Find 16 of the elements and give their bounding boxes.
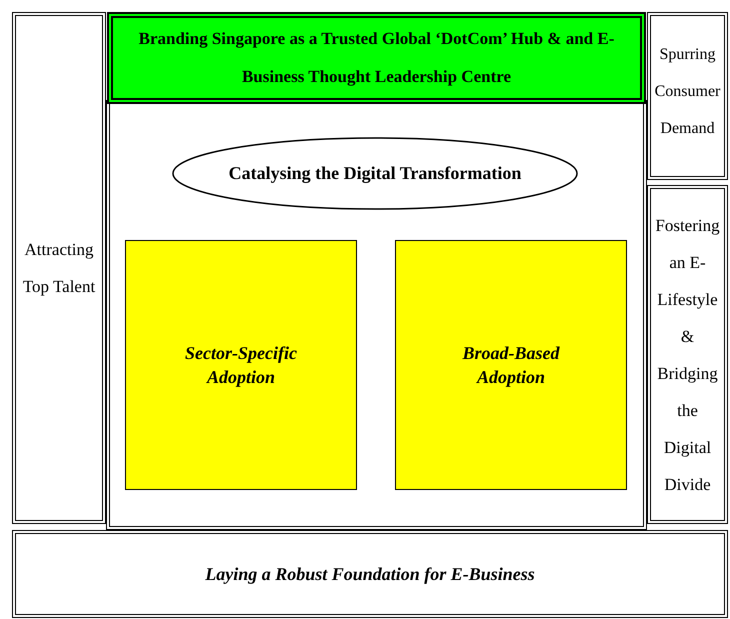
ellipse-node: [172, 137, 578, 210]
node-text: Catalysing the Digital Transformation: [228, 162, 522, 185]
node-text: Branding Singapore as a Trusted Global ‘DotCom’ Hub & and E-Business Thought Leadership Centre: [138, 28, 616, 88]
pillar-box: [12, 12, 106, 524]
node-text: Laying a Robust Foundation for E-Business: [205, 562, 535, 586]
node-text: Broad-Based Adoption: [461, 342, 561, 389]
node-text: Fostering an E-Lifestyle & Bridging the Digital Divide: [654, 214, 721, 496]
banner-box: [107, 12, 646, 104]
pillar-box: [647, 185, 728, 524]
foundation-box: [12, 530, 728, 618]
pillar-box: [647, 12, 728, 180]
adoption-box: [125, 240, 357, 490]
adoption-box: [395, 240, 627, 490]
node-text: Attracting Top Talent: [22, 239, 96, 298]
node-text: Spurring Consumer Demand: [654, 45, 722, 139]
node-text: Sector-Specific Adoption: [184, 342, 298, 389]
